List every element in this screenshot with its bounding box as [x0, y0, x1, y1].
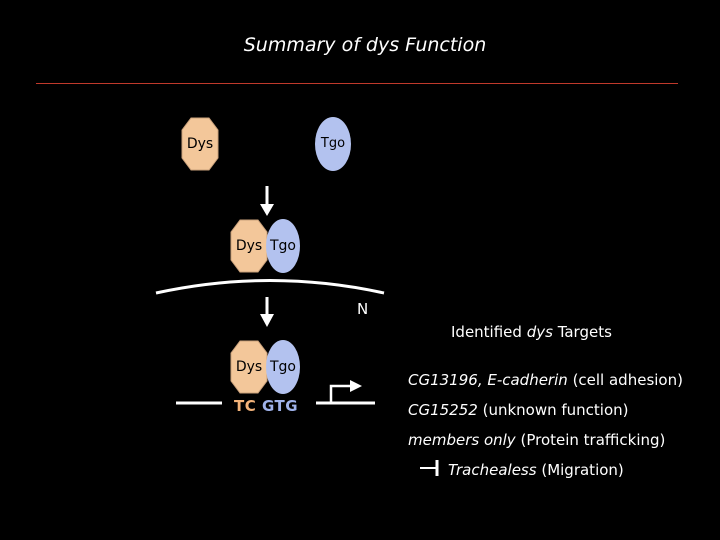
targets-heading-gene: dys — [526, 323, 553, 341]
transcription-start-arrow — [329, 384, 352, 403]
bound-dys-shape — [230, 340, 268, 394]
target-gene: Trachealess — [448, 461, 537, 479]
target-function: (Protein trafficking) — [520, 431, 666, 449]
bound-tgo-label: Tgo — [269, 359, 296, 375]
target-item: members only (Protein trafficking) — [408, 431, 665, 449]
dna-binding-site: TC GTG — [234, 397, 298, 415]
tgo-label: Tgo — [320, 136, 346, 151]
dys-protein-shape — [181, 117, 219, 171]
targets-heading: Identified dys Targets — [451, 323, 612, 341]
import-arrow-head — [260, 314, 274, 327]
page-title: Summary of dys Function — [243, 34, 487, 56]
target-gene: members only — [408, 431, 516, 449]
target-gene: CG15252 — [408, 401, 478, 419]
title-divider — [36, 83, 678, 84]
target-function: (unknown function) — [482, 401, 629, 419]
target-gene: CG13196, E-cadherin — [408, 371, 568, 389]
transcription-arrowhead — [350, 380, 362, 392]
complex-dys-shape — [230, 219, 268, 273]
dna-gtg: GTG — [261, 397, 299, 415]
tgo-protein-shape — [315, 117, 351, 171]
bound-tgo-shape — [266, 340, 300, 394]
dna-tc: TC — [234, 397, 257, 415]
bound-dys-label: Dys — [235, 359, 263, 375]
nucleus-label: N — [357, 300, 369, 318]
target-item: Trachealess (Migration) — [448, 461, 624, 479]
target-function: (Migration) — [541, 461, 624, 479]
complex-tgo-label: Tgo — [269, 238, 296, 254]
target-function: (cell adhesion) — [572, 371, 683, 389]
target-item: CG15252 (unknown function) — [408, 401, 629, 419]
complex-tgo-shape — [266, 219, 300, 273]
target-item: CG13196, E-cadherin (cell adhesion) — [408, 371, 683, 389]
binding-arrow-head — [260, 204, 274, 216]
nuclear-membrane — [155, 279, 385, 295]
complex-dys-label: Dys — [235, 238, 263, 254]
dys-label: Dys — [186, 136, 214, 152]
